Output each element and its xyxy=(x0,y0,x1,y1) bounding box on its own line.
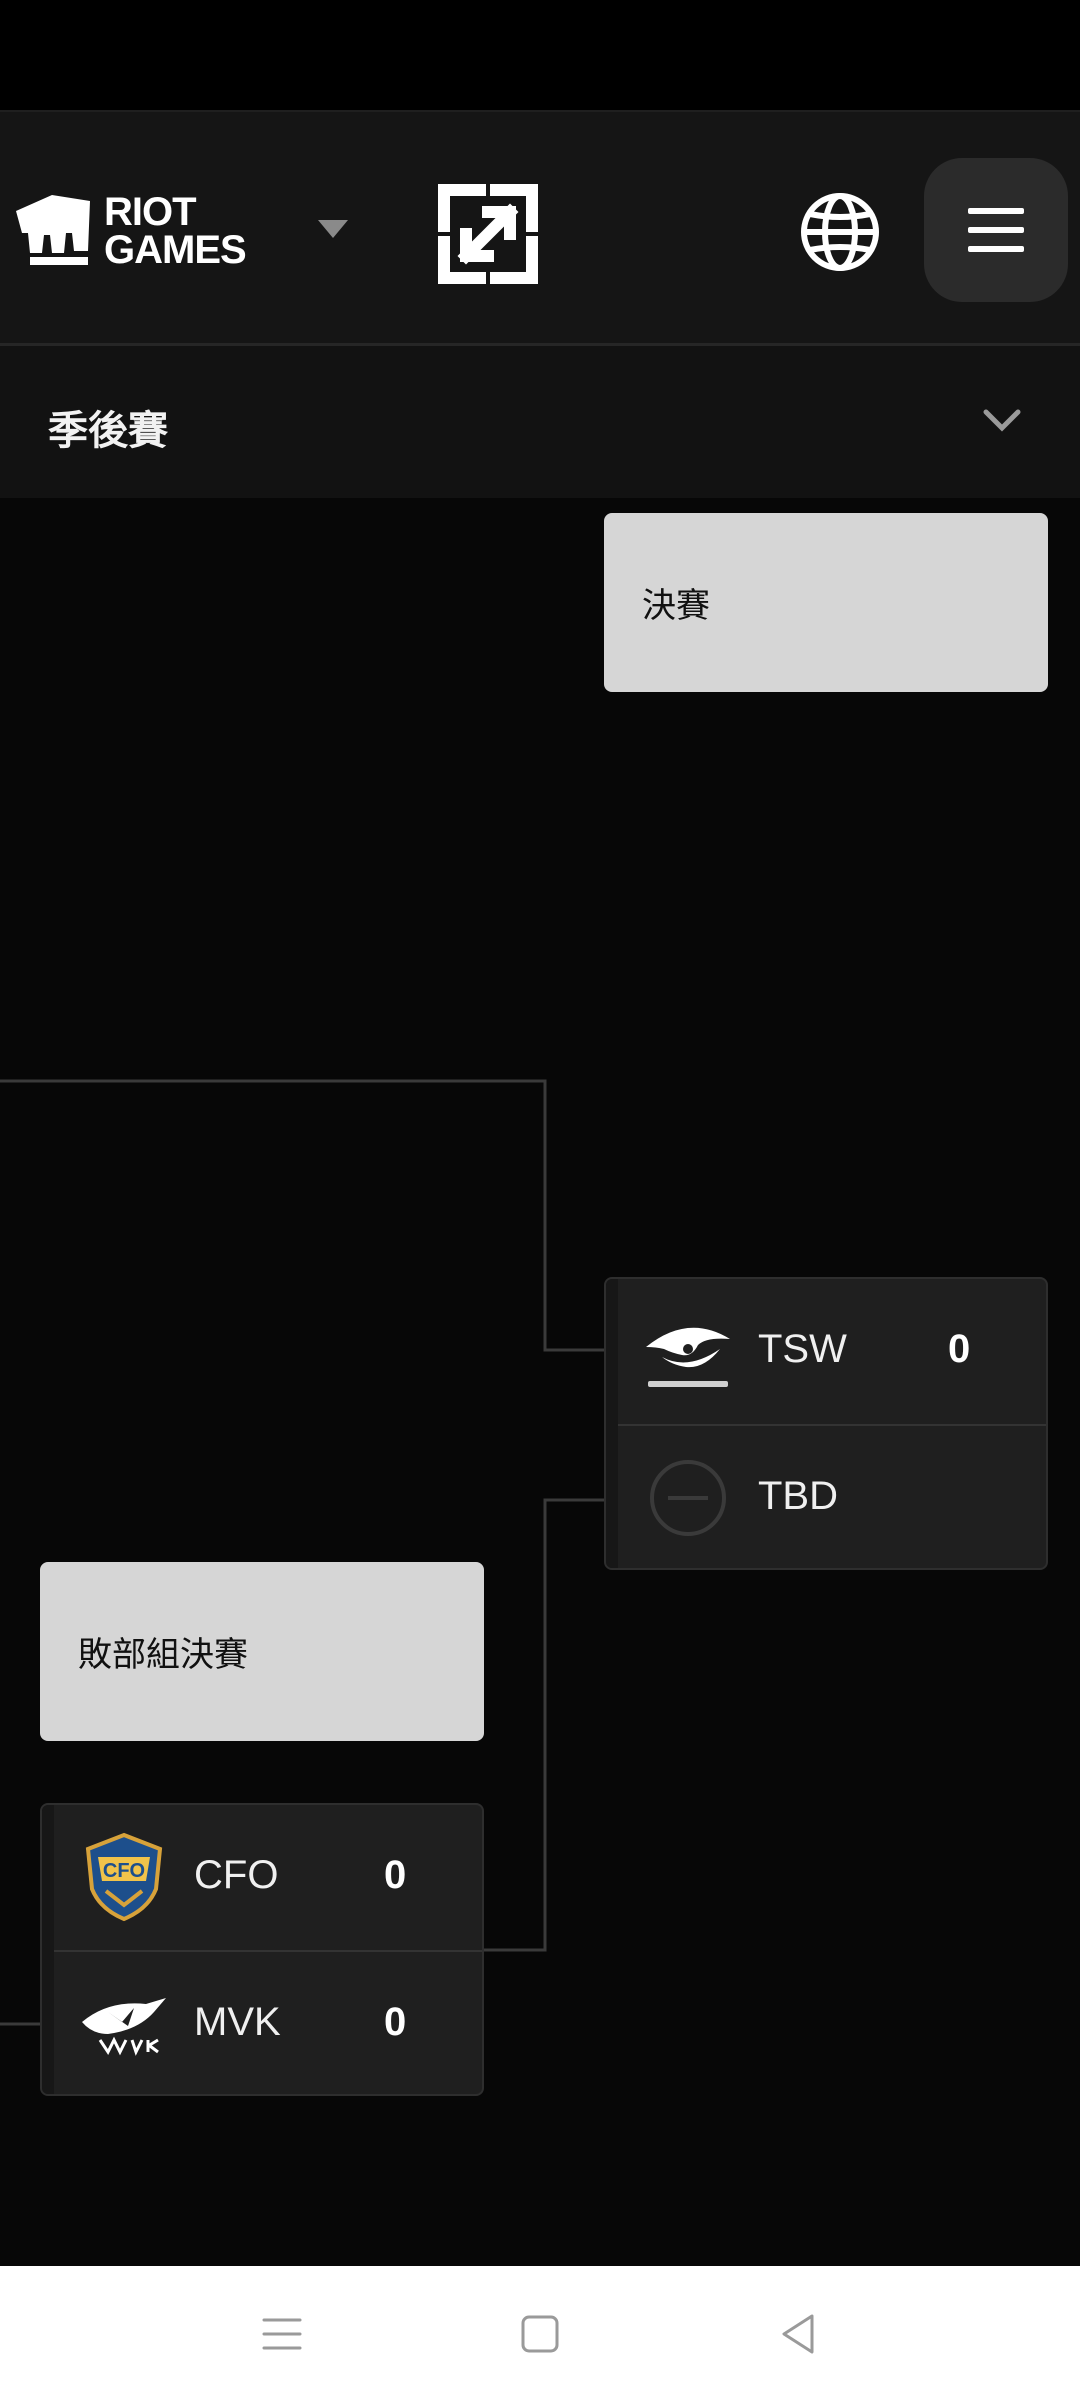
team-score: 0 xyxy=(384,2000,407,2044)
lower-final-stage-text: 敗部組決賽 xyxy=(78,1636,248,1674)
logo-line-1: RIOT xyxy=(104,190,197,234)
svg-text:CFO: CFO xyxy=(103,1860,145,1882)
logo-line-2: GAMES xyxy=(104,228,247,272)
lower-final-team-row-2[interactable]: MVK 0 xyxy=(54,1950,482,2094)
top-navigation: RIOT GAMES xyxy=(0,110,1080,346)
team-name: MVK xyxy=(194,2000,281,2044)
final-stage-label: 決賽 xyxy=(604,513,1048,692)
team-secret-logo xyxy=(646,1327,730,1387)
card-accent xyxy=(42,1805,54,2094)
team-name: TSW xyxy=(758,1327,847,1371)
final-match-card[interactable]: TSW 0 TBD xyxy=(604,1277,1048,1570)
status-bar xyxy=(0,0,1080,110)
caret-down-icon[interactable] xyxy=(316,216,350,242)
hamburger-menu-button[interactable] xyxy=(924,158,1068,302)
team-score: 0 xyxy=(384,1853,407,1897)
bracket-connectors xyxy=(0,1079,605,2026)
back-icon[interactable] xyxy=(768,2304,828,2364)
expand-arrows-icon[interactable] xyxy=(436,182,540,286)
lower-final-match-card[interactable]: CFO CFO 0 MVK 0 xyxy=(40,1803,484,2096)
riot-games-logo[interactable]: RIOT GAMES xyxy=(12,187,282,277)
tbd-placeholder-icon xyxy=(650,1460,726,1536)
riot-fist-icon xyxy=(16,195,90,265)
card-accent xyxy=(606,1279,618,1568)
final-stage-text: 決賽 xyxy=(642,587,710,625)
lower-final-stage-label: 敗部組決賽 xyxy=(40,1562,484,1741)
hamburger-menu-icon xyxy=(968,208,1024,252)
riot-games-wordmark: RIOT GAMES xyxy=(104,190,247,272)
team-name: CFO xyxy=(194,1853,279,1897)
connector-upper-to-final xyxy=(0,1079,605,1352)
final-team-row-2[interactable]: TBD xyxy=(618,1424,1046,1568)
globe-icon[interactable] xyxy=(798,190,882,274)
section-selector[interactable]: 季後賽 xyxy=(0,346,1080,498)
cfo-logo: CFO xyxy=(85,1832,163,1922)
section-title: 季後賽 xyxy=(48,409,168,453)
recents-icon[interactable] xyxy=(252,2304,312,2364)
final-team-row-1[interactable]: TSW 0 xyxy=(618,1279,1046,1424)
team-name: TBD xyxy=(758,1474,838,1518)
home-icon[interactable] xyxy=(510,2304,570,2364)
team-score: 0 xyxy=(948,1327,971,1371)
mvk-logo xyxy=(82,1998,166,2056)
lower-final-team-row-1[interactable]: CFO CFO 0 xyxy=(54,1805,482,1950)
connector-lower-to-final xyxy=(484,1498,605,1952)
system-navigation-bar xyxy=(0,2266,1080,2400)
chevron-down-icon[interactable] xyxy=(982,408,1022,434)
